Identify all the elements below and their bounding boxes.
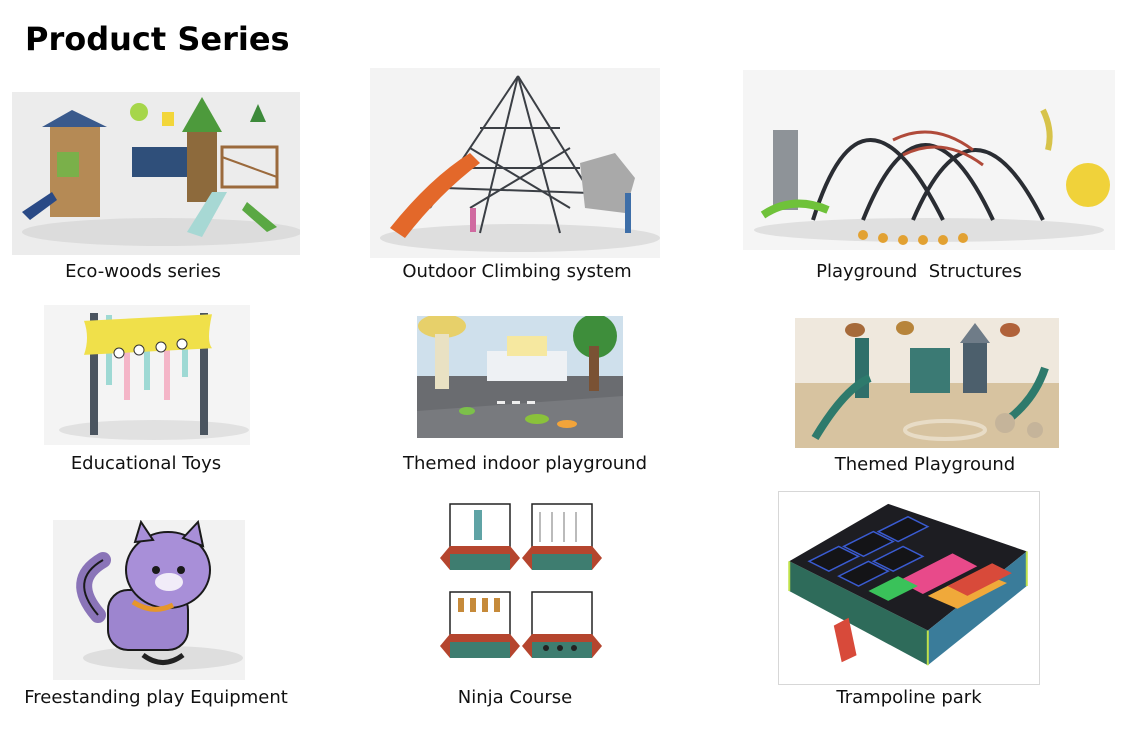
themed-indoor-playground-image[interactable]	[417, 316, 623, 438]
product-caption[interactable]: Trampoline park	[836, 687, 982, 708]
playground-structures-image[interactable]	[743, 70, 1115, 250]
themed-playground-image[interactable]	[795, 318, 1059, 448]
climbing-system-image[interactable]	[370, 68, 660, 258]
page-title: Product Series	[25, 20, 290, 58]
eco-woods-image[interactable]	[12, 92, 300, 255]
ninja-course-image[interactable]	[436, 498, 602, 670]
educational-toys-image[interactable]	[44, 305, 250, 445]
freestanding-play-equipment-image[interactable]	[53, 520, 245, 680]
product-caption[interactable]: Themed indoor playground	[402, 453, 647, 474]
product-caption[interactable]: Freestanding play Equipment	[24, 687, 288, 708]
product-caption[interactable]: Educational Toys	[70, 453, 222, 474]
product-caption[interactable]: Outdoor Climbing system	[402, 261, 632, 282]
product-caption[interactable]: Ninja Course	[457, 687, 573, 708]
product-caption[interactable]: Themed Playground	[834, 454, 1016, 475]
trampoline-park-image[interactable]	[778, 491, 1040, 685]
product-caption[interactable]: Playground Structures	[816, 261, 1022, 282]
product-caption[interactable]: Eco-woods series	[65, 261, 221, 282]
